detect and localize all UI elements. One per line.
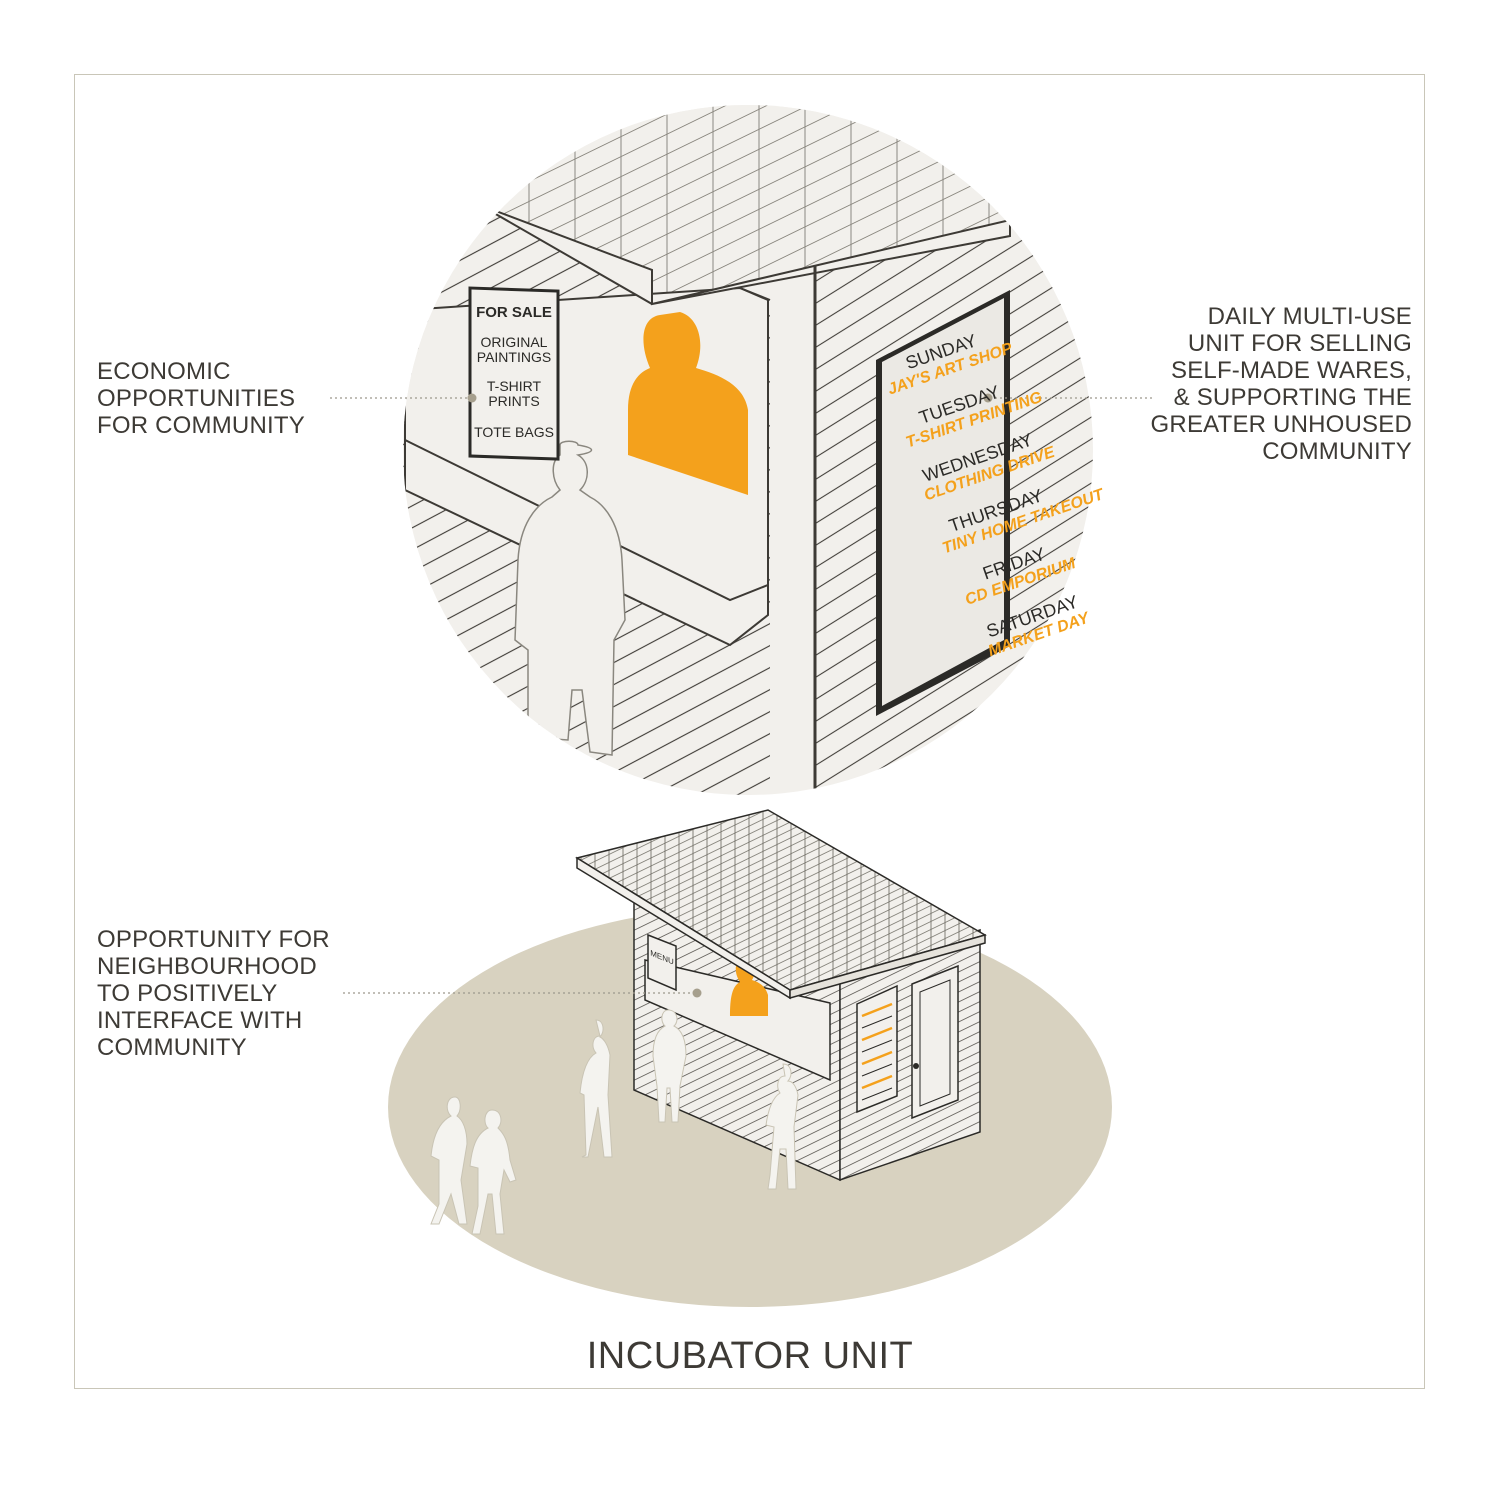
for-sale-heading: FOR SALE bbox=[476, 304, 552, 321]
kiosk-door bbox=[911, 964, 959, 1120]
label-daily-multi-use: DAILY MULTI-USE UNIT FOR SELLING SELF-MA… bbox=[1150, 303, 1412, 465]
person-2 bbox=[579, 1019, 613, 1158]
for-sale-text: FOR SALE ORIGINAL PAINTINGS T-SHIRT PRIN… bbox=[470, 300, 558, 440]
person-5 bbox=[469, 1109, 517, 1235]
diagram-frame bbox=[74, 74, 1425, 1389]
kiosk-schedule-marks bbox=[861, 1002, 893, 1101]
person-3 bbox=[765, 1063, 799, 1190]
for-sale-item: PRINTS bbox=[488, 393, 540, 409]
label-economic-opportunities: ECONOMIC OPPORTUNITIES FOR COMMUNITY bbox=[97, 358, 305, 439]
schedule-board bbox=[876, 290, 1010, 716]
for-sale-item: ORIGINAL bbox=[480, 334, 548, 350]
pedestrians bbox=[430, 1009, 799, 1235]
for-sale-sign bbox=[468, 286, 560, 461]
for-sale-item: PAINTINGS bbox=[476, 349, 552, 365]
label-neighbourhood-opportunity: OPPORTUNITY FOR NEIGHBOURHOOD TO POSITIV… bbox=[97, 926, 330, 1061]
page-title: INCUBATOR UNIT bbox=[586, 1335, 914, 1377]
person-4 bbox=[430, 1096, 468, 1225]
vendor-silhouette bbox=[628, 312, 748, 495]
kiosk-vendor bbox=[730, 960, 768, 1016]
leader-lines bbox=[330, 393, 1155, 998]
for-sale-item: TOTE BAGS bbox=[474, 424, 554, 440]
person-1 bbox=[652, 1009, 687, 1123]
customer-silhouette bbox=[514, 440, 626, 756]
menu-sign bbox=[647, 933, 677, 992]
for-sale-item: T-SHIRT bbox=[486, 378, 542, 394]
